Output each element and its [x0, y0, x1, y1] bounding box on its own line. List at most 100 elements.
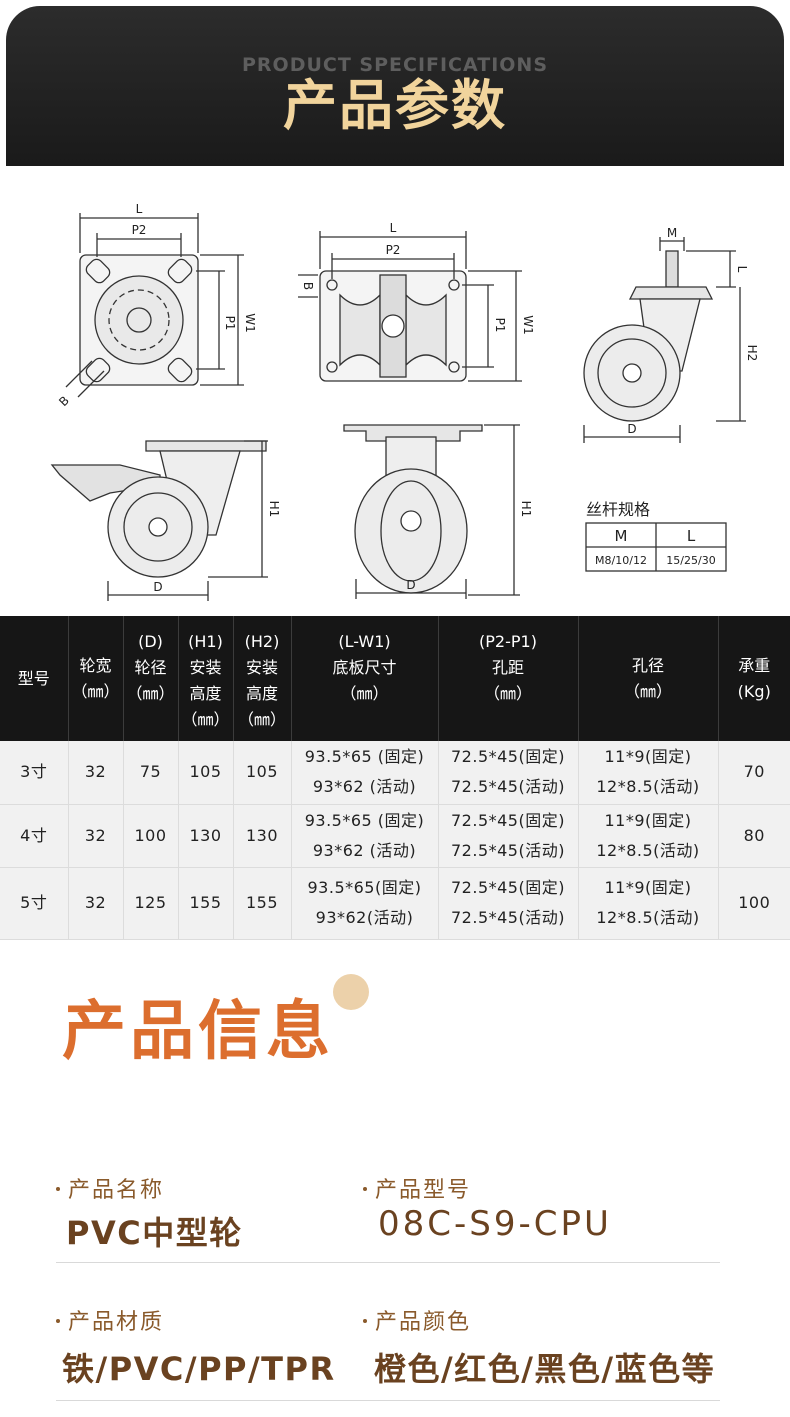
- field-value-model: 08C-S9-CPU: [378, 1204, 612, 1244]
- spec-cell-line: 72.5*45(固定): [451, 810, 565, 830]
- drawing-threaded-stem-caster: [583, 237, 746, 443]
- dim-label-B: B: [56, 393, 72, 409]
- spec-table-header-row: 型号轮宽（㎜）(D)轮径（㎜）(H1)安装高度（㎜）(H2)安装高度（㎜）(L-…: [0, 616, 790, 741]
- spec-cell-load: 80: [717, 804, 790, 868]
- field-label-color-text: 产品颜色: [375, 1310, 472, 1335]
- spec-header-line: 承重: [738, 655, 771, 675]
- dim-label-H1-2: H1: [519, 501, 533, 518]
- spec-header-cell: 孔径 （㎜）: [577, 616, 718, 741]
- spec-header-code: (L-W1): [338, 631, 391, 651]
- spec-cell-line: 93.5*65 (固定): [304, 747, 425, 767]
- thread-spec-table: [585, 522, 727, 572]
- spec-cell-line: 93.5*65(固定): [307, 878, 422, 897]
- dim-label-P2: P2: [132, 223, 147, 237]
- bullet-dot: [363, 1319, 367, 1323]
- spec-cell-h1: 130: [177, 804, 233, 868]
- technical-drawings: L P2 W1 P1 B L P2 W1 P1 B M L H2 D H1 D …: [0, 175, 790, 615]
- spec-cell-width: 32: [67, 867, 123, 940]
- spec-header-line: 高度: [245, 683, 278, 703]
- spec-header-line: （㎜）: [71, 681, 120, 701]
- spec-cell-hole-pitch: 72.5*45(固定)72.5*45(活动): [437, 741, 578, 805]
- caster-drawings-svg: L P2 W1 P1 B L P2 W1 P1 B M L H2 D H1 D …: [50, 202, 759, 601]
- thread-spec-value-l: 15/25/30: [666, 554, 715, 567]
- spec-cell-line: 93*62(活动): [315, 908, 414, 927]
- spec-table: 型号轮宽（㎜）(D)轮径（㎜）(H1)安装高度（㎜）(H2)安装高度（㎜）(L-…: [0, 616, 790, 940]
- spec-header-line: 安装: [245, 657, 278, 677]
- spec-header-cell: (D)轮径（㎜）: [122, 616, 178, 741]
- spec-cell-hole-dia: 11*9(固定)12*8.5(活动): [577, 804, 718, 868]
- spec-header-code: (D): [138, 631, 163, 651]
- drawing-top-plate: [65, 213, 244, 398]
- spec-header-cell: 型号: [0, 616, 68, 741]
- spec-cell-line: 11*9(固定): [604, 810, 692, 830]
- spec-header-code: (P2-P1): [479, 631, 537, 651]
- dim-label-P1: P1: [223, 316, 237, 331]
- dim-label-L: L: [136, 202, 143, 216]
- spec-cell-diameter: 100: [122, 804, 178, 868]
- spec-cell-plate: 93.5*65 (固定)93*62 (活动): [290, 804, 438, 868]
- spec-header-cell-content: (L-W1)底板尺寸（㎜）: [292, 623, 438, 735]
- dim-label-B-2: B: [301, 282, 315, 290]
- dim-label-D-3: D: [406, 578, 415, 592]
- spec-header-line: 安装: [189, 657, 222, 677]
- field-value-name: PVC中型轮: [66, 1214, 243, 1252]
- spec-cell-hole-pitch: 72.5*45(固定) 72.5*45(活动): [437, 804, 578, 868]
- spec-cell-load: 100: [717, 867, 790, 940]
- spec-header-cell: (L-W1)底板尺寸（㎜）: [290, 616, 438, 741]
- spec-cell-line: 11*9(固定): [604, 747, 692, 767]
- drawing-fixed-caster: [343, 424, 520, 599]
- field-value-material: 铁/PVC/PP/TPR: [62, 1350, 336, 1388]
- field-label-color: 产品颜色: [363, 1304, 471, 1336]
- spec-header-cell: (H2)安装高度（㎜）: [232, 616, 291, 741]
- spec-header-cell: (P2-P1) 孔距 （㎜）: [437, 616, 578, 741]
- spec-header-line: 孔径: [631, 655, 664, 675]
- spec-cell-width: 32: [67, 804, 123, 868]
- spec-cell-h1: 105: [177, 741, 233, 805]
- spec-cell-diameter: 125: [122, 867, 178, 940]
- product-info-title: 产品信息: [62, 995, 334, 1069]
- spec-cell-line: 72.5*45(活动): [451, 840, 565, 860]
- dim-label-D-2: D: [153, 580, 162, 594]
- spec-cell-line: 72.5*45(固定): [451, 878, 565, 897]
- spec-cell-line: 93.5*65 (固定): [304, 810, 425, 830]
- spec-header-cell: (H1)安装高度（㎜）: [177, 616, 233, 741]
- spec-header-line: 轮宽: [79, 655, 112, 675]
- banner-title: 产品参数: [283, 74, 507, 137]
- banner-subtitle-en: PRODUCT SPECIFICATIONS: [241, 54, 549, 76]
- dim-label-W1-2: W1: [521, 315, 535, 335]
- spec-cell-h2: 130: [232, 804, 291, 868]
- spec-header-line: （㎜）: [181, 709, 230, 729]
- field-label-model: 产品型号: [363, 1172, 471, 1204]
- spec-header-line: （㎜）: [483, 683, 532, 703]
- spec-cell-line: 72.5*45(活动): [451, 777, 565, 797]
- thread-spec-title: 丝杆规格: [586, 500, 650, 519]
- dim-label-L-2: L: [390, 221, 397, 235]
- spec-header-line: 孔距: [491, 657, 524, 677]
- dim-label-P2-2: P2: [386, 243, 401, 257]
- spec-header-line: （㎜）: [126, 683, 175, 703]
- field-label-material-text: 产品材质: [68, 1310, 165, 1335]
- spec-cell-h1: 155: [177, 867, 233, 940]
- spec-cell-hole-dia: 11*9(固定)12*8.5(活动): [577, 741, 718, 805]
- divider: [56, 1262, 720, 1263]
- drawing-bottom-plate: [298, 231, 522, 382]
- dim-label-P1-2: P1: [493, 318, 507, 333]
- spec-cell-model: 3寸: [0, 741, 68, 805]
- spec-cell-plate: 93.5*65(固定) 93*62(活动): [290, 867, 438, 940]
- spec-header-cell-content: 型号: [0, 623, 68, 735]
- thread-spec-header-m: M: [615, 527, 628, 545]
- spec-cell-width: 32: [67, 741, 123, 805]
- spec-header-cell-content: (H2)安装高度（㎜）: [234, 623, 291, 735]
- field-label-material: 产品材质: [56, 1304, 164, 1336]
- spec-cell-hole-pitch: 72.5*45(固定)72.5*45(活动): [437, 867, 578, 940]
- field-label-name-text: 产品名称: [68, 1178, 165, 1203]
- spec-header-line: （㎜）: [623, 681, 672, 701]
- spec-header-cell-content: (P2-P1) 孔距 （㎜）: [439, 623, 578, 735]
- spec-cell-hole-dia: 11*9(固定)12*8.5(活动): [577, 867, 718, 940]
- field-value-color: 橙色/红色/黑色/蓝色等: [374, 1350, 716, 1388]
- spec-cell-load: 70: [717, 741, 790, 805]
- spec-banner: PRODUCT SPECIFICATIONS 产品参数: [6, 6, 784, 166]
